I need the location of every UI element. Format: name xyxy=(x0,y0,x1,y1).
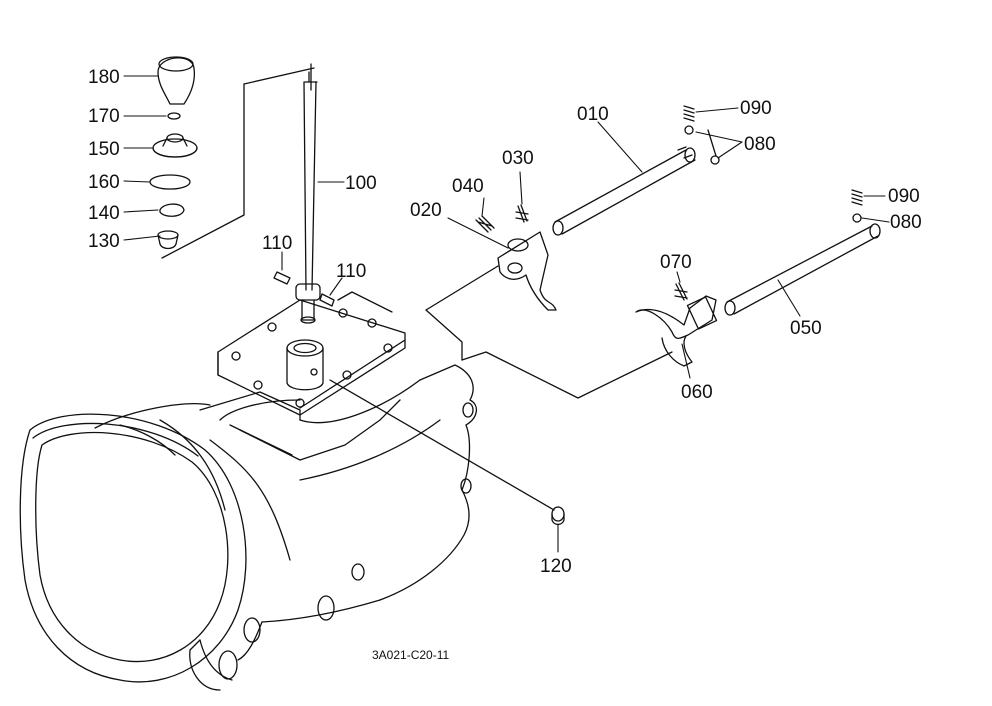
label-110-right: 110 xyxy=(336,261,366,282)
shift-knob xyxy=(158,57,194,104)
pin-030 xyxy=(516,205,528,222)
shift-fork-020 xyxy=(498,232,556,310)
spring-090-lower xyxy=(852,190,862,205)
spring-040 xyxy=(476,216,494,232)
label-070: 070 xyxy=(660,252,692,273)
label-120: 120 xyxy=(540,556,572,577)
shift-rod-010 xyxy=(553,147,695,235)
drawing-code: 3A021-C20-11 xyxy=(372,648,449,662)
washer-170 xyxy=(168,113,180,119)
seat-130 xyxy=(158,231,178,249)
spring-090-upper xyxy=(684,106,694,121)
label-090-lower: 090 xyxy=(888,186,920,207)
shift-rod-050 xyxy=(725,224,880,315)
spring-070 xyxy=(675,283,687,300)
label-010: 010 xyxy=(577,104,609,125)
label-020: 020 xyxy=(410,200,442,221)
assembly-bracket-top xyxy=(244,68,314,84)
label-160: 160 xyxy=(88,172,120,193)
part-labels: 180 170 150 160 140 130 100 110 110 010 … xyxy=(88,67,922,662)
label-110-left: 110 xyxy=(262,233,292,254)
label-060: 060 xyxy=(681,382,713,403)
pin-110-left xyxy=(274,272,290,284)
label-150: 150 xyxy=(88,139,120,160)
leader-lines xyxy=(124,76,889,552)
clip-140 xyxy=(160,204,184,216)
assembly-lines xyxy=(330,130,716,510)
shift-lever xyxy=(296,64,320,323)
label-030: 030 xyxy=(502,148,534,169)
ball-080-upper-b xyxy=(711,156,719,164)
boot-150 xyxy=(153,134,197,157)
label-080-upper: 080 xyxy=(744,134,776,155)
ball-080-lower xyxy=(853,214,861,222)
shift-tower xyxy=(287,340,323,390)
label-050: 050 xyxy=(790,318,822,339)
label-080-lower: 080 xyxy=(890,212,922,233)
label-040: 040 xyxy=(452,176,484,197)
label-100: 100 xyxy=(345,173,377,194)
assembly-bracket xyxy=(162,84,244,258)
shift-fork-060 xyxy=(636,296,717,366)
transmission-case xyxy=(20,365,476,690)
pin-110-right xyxy=(320,294,334,306)
label-170: 170 xyxy=(88,106,120,127)
label-130: 130 xyxy=(88,231,120,252)
ring-160 xyxy=(150,175,190,189)
label-140: 140 xyxy=(88,203,120,224)
label-180: 180 xyxy=(88,67,120,88)
label-090-upper: 090 xyxy=(740,98,772,119)
ball-080-upper xyxy=(685,126,693,134)
